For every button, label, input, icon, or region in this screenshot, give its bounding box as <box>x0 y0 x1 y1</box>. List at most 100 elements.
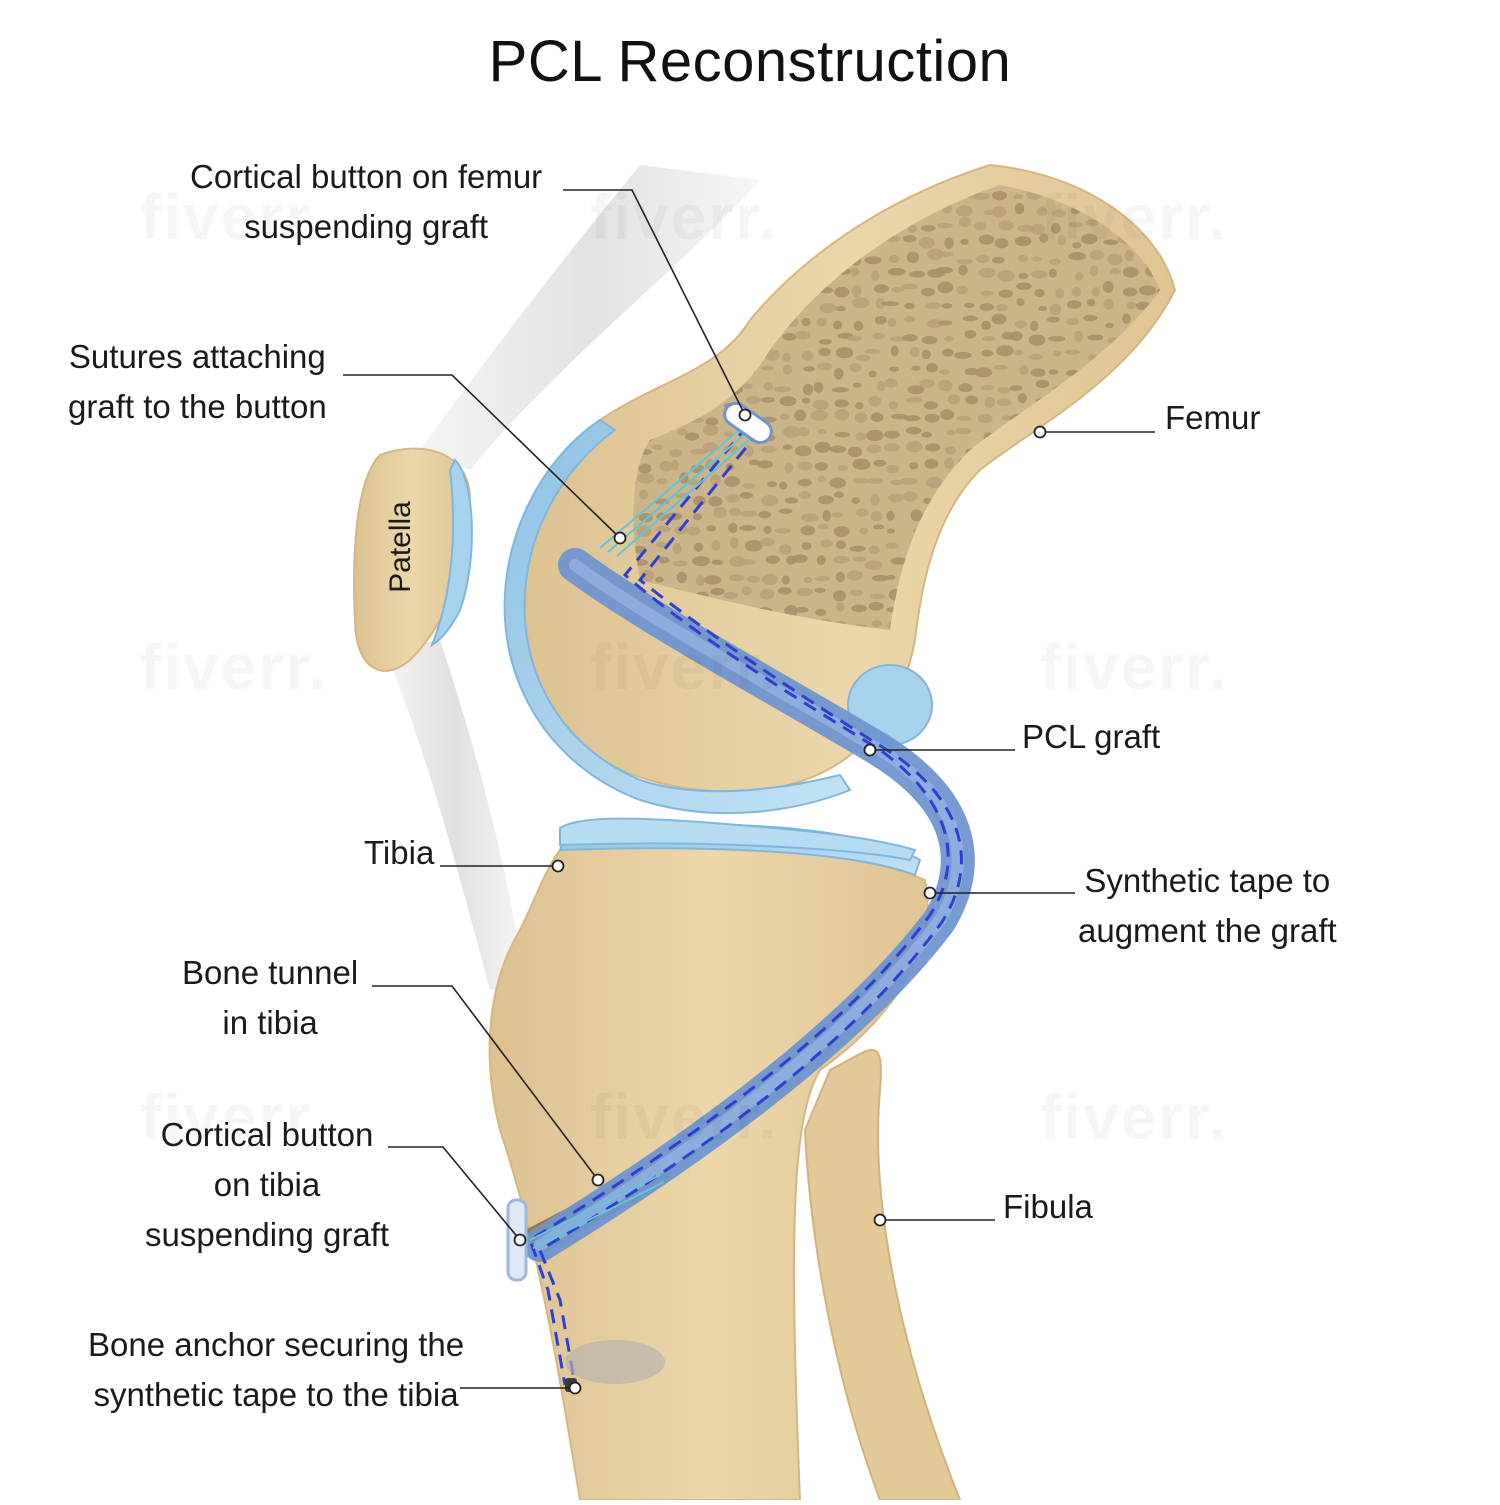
cancellous-pore <box>835 208 845 217</box>
cancellous-pore <box>1031 573 1045 583</box>
cancellous-pore <box>1085 505 1102 517</box>
cancellous-pore <box>779 253 792 265</box>
label-pcl-graft: PCL graft <box>1022 718 1161 755</box>
cancellous-pore <box>724 266 737 278</box>
cancellous-pore <box>1067 588 1078 595</box>
cancellous-pore <box>820 539 833 548</box>
cancellous-pore <box>924 413 940 423</box>
cancellous-pore <box>958 264 968 276</box>
cancellous-pore <box>633 379 634 391</box>
cancellous-pore <box>911 365 921 371</box>
cancellous-pore <box>1047 335 1066 342</box>
cancellous-pore <box>849 362 862 373</box>
cancellous-pore <box>902 235 917 243</box>
watermark: fiverr. <box>140 630 328 704</box>
cancellous-pore <box>1122 524 1137 537</box>
cancellous-pore <box>802 237 814 248</box>
label-femur: Femur <box>1165 399 1261 436</box>
cancellous-pore <box>1083 314 1098 322</box>
watermark: fiverr. <box>1040 630 1228 704</box>
cancellous-pore <box>956 553 969 564</box>
cancellous-pore <box>1090 541 1106 553</box>
cancellous-pore <box>1133 448 1152 458</box>
cancellous-pore <box>1161 336 1169 347</box>
cancellous-pore <box>871 575 890 582</box>
cancellous-pore <box>702 442 718 452</box>
cancellous-pore <box>705 417 719 426</box>
cancellous-pore <box>758 510 772 519</box>
cancellous-pore <box>1028 334 1046 346</box>
cancellous-pore <box>711 559 724 566</box>
cancellous-pore <box>996 477 1006 486</box>
cancellous-pore <box>814 587 826 593</box>
cancellous-pore <box>713 284 723 296</box>
cancellous-pore <box>849 267 860 277</box>
cancellous-pore <box>855 432 867 441</box>
cancellous-pore <box>888 254 900 264</box>
cancellous-pore <box>738 559 757 566</box>
cancellous-pore <box>1122 593 1134 601</box>
synthetic-tape <box>528 424 950 1386</box>
cancellous-pore <box>869 593 886 600</box>
cancellous-pore <box>1086 465 1099 473</box>
cancellous-pore <box>887 267 906 276</box>
cancellous-pore <box>905 426 922 435</box>
cancellous-pore <box>1161 492 1173 497</box>
cancellous-pore <box>995 303 1008 312</box>
cancellous-pore <box>937 251 954 257</box>
cancellous-pore <box>919 379 936 388</box>
cancellous-pore <box>833 491 844 498</box>
cancellous-pore <box>729 537 739 549</box>
cancellous-pore <box>1123 511 1137 523</box>
label-bone-anchor-line2: synthetic tape to the tibia <box>93 1376 459 1413</box>
cancellous-pore <box>1009 385 1023 391</box>
cancellous-pore <box>702 424 719 436</box>
leader-tibia-dot <box>551 859 565 873</box>
cancellous-pore <box>958 383 973 393</box>
cancellous-pore <box>1144 537 1158 547</box>
cancellous-pore <box>993 364 1008 371</box>
cancellous-pore <box>1074 330 1084 342</box>
cancellous-pore <box>803 366 815 372</box>
cancellous-pore <box>835 602 845 612</box>
cancellous-pore <box>1156 603 1160 609</box>
cancellous-pore <box>889 366 899 372</box>
cancellous-pore <box>1153 526 1160 536</box>
cancellous-pore <box>957 258 973 265</box>
cancellous-pore <box>1141 508 1152 514</box>
cancellous-pore <box>765 256 776 267</box>
cancellous-pore <box>1035 510 1051 518</box>
cancellous-pore <box>864 256 882 265</box>
cancellous-pore <box>853 478 869 484</box>
cancellous-pore <box>998 289 1013 298</box>
fibula-bone <box>803 1049 962 1501</box>
cancellous-pore <box>696 347 705 355</box>
cancellous-pore <box>874 185 885 197</box>
cancellous-pore <box>1009 603 1023 610</box>
patellar-cartilage <box>429 458 473 648</box>
cancellous-pore <box>923 401 938 410</box>
cancellous-pore <box>1008 575 1026 582</box>
cancellous-pore <box>962 315 978 322</box>
cancellous-pore <box>1048 369 1059 375</box>
cancellous-pore <box>724 431 734 437</box>
cancellous-pore <box>881 301 899 307</box>
cancellous-pore <box>782 444 793 450</box>
cancellous-pore <box>633 352 635 364</box>
cancellous-pore <box>1030 223 1046 235</box>
cancellous-pore <box>1064 620 1077 630</box>
cancellous-pore <box>925 476 943 489</box>
cancellous-pore <box>1140 568 1155 581</box>
cancellous-pore <box>1071 512 1088 518</box>
cancellous-pore <box>784 497 799 504</box>
cancellous-pore <box>817 362 833 371</box>
cancellous-pore <box>810 409 828 422</box>
cancellous-pore <box>920 287 936 297</box>
label-tibia: Tibia <box>364 834 435 871</box>
cancellous-pore <box>1135 429 1150 442</box>
cancellous-pore <box>851 604 867 613</box>
cancellous-pore <box>1120 545 1134 554</box>
cancellous-pore <box>1099 496 1118 505</box>
cancellous-pore <box>921 349 931 360</box>
cancellous-pore <box>929 574 942 584</box>
